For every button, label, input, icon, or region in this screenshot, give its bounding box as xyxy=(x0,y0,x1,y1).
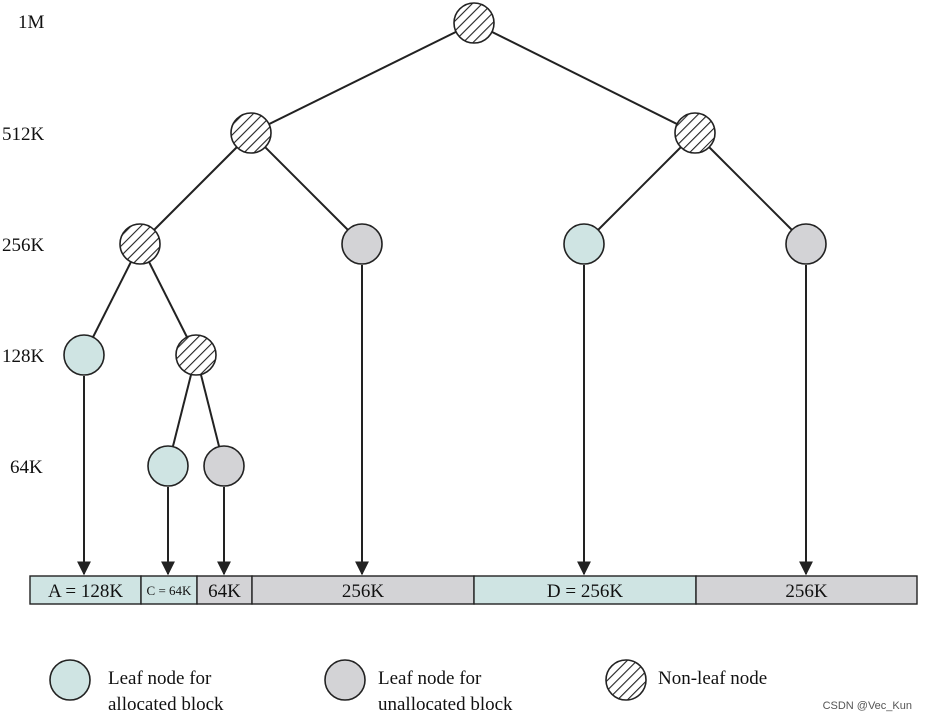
block-256k-free-left xyxy=(251,575,475,605)
legend-unallocated-line1: Leaf node for xyxy=(378,668,482,689)
level-label-512k: 512K xyxy=(2,124,45,145)
tree-nodes xyxy=(63,2,827,487)
legend-allocated-swatch xyxy=(49,659,91,701)
node-root xyxy=(453,2,495,44)
block-256k-free-right xyxy=(695,575,918,605)
node-512k-left xyxy=(230,112,272,154)
node-64k-c xyxy=(147,445,189,487)
node-512k-right xyxy=(674,112,716,154)
level-labels: 1M 512K 256K 128K 64K xyxy=(2,12,45,478)
memory-bar-labels: A = 128K C = 64K 64K 256K D = 256K 256K xyxy=(48,581,828,602)
legend-nonleaf-swatch xyxy=(605,659,647,701)
block-label: C = 64K xyxy=(147,583,193,598)
memory-bar xyxy=(29,575,918,605)
node-256k-free-right xyxy=(785,223,827,265)
node-256k-d xyxy=(563,223,605,265)
legend-allocated-line1: Leaf node for xyxy=(108,668,212,689)
block-label: D = 256K xyxy=(547,581,623,602)
node-256k-free-left xyxy=(341,223,383,265)
node-128k-a xyxy=(63,334,105,376)
level-label-256k: 256K xyxy=(2,235,45,256)
edge-r512-r256 xyxy=(694,132,807,245)
edge-root-r512 xyxy=(473,22,696,134)
edge-l512-l256 xyxy=(139,132,252,245)
edge-root-l512 xyxy=(250,22,475,134)
node-64k-free xyxy=(203,445,245,487)
legend: Leaf node for allocated block Leaf node … xyxy=(49,659,767,715)
block-d xyxy=(473,575,697,605)
node-128k-split xyxy=(175,334,217,376)
block-label: 256K xyxy=(785,581,828,602)
block-c xyxy=(140,575,198,605)
block-arrows xyxy=(77,265,813,576)
block-64k-free xyxy=(196,575,253,605)
block-label: 64K xyxy=(208,581,241,602)
legend-allocated-line2: allocated block xyxy=(108,694,224,715)
tree-edges xyxy=(83,22,807,467)
legend-unallocated-line2: unallocated block xyxy=(378,694,513,715)
legend-nonleaf-label: Non-leaf node xyxy=(658,668,767,689)
watermark: CSDN @Vec_Kun xyxy=(823,700,912,712)
level-label-128k: 128K xyxy=(2,346,45,367)
block-label: A = 128K xyxy=(48,581,123,602)
edge-r512-d256 xyxy=(583,132,696,245)
block-label: 256K xyxy=(342,581,385,602)
legend-unallocated-swatch xyxy=(324,659,366,701)
level-label-64k: 64K xyxy=(10,457,43,478)
level-label-1m: 1M xyxy=(18,12,45,33)
edge-l512-m256 xyxy=(250,132,363,245)
node-256k-left xyxy=(119,223,161,265)
